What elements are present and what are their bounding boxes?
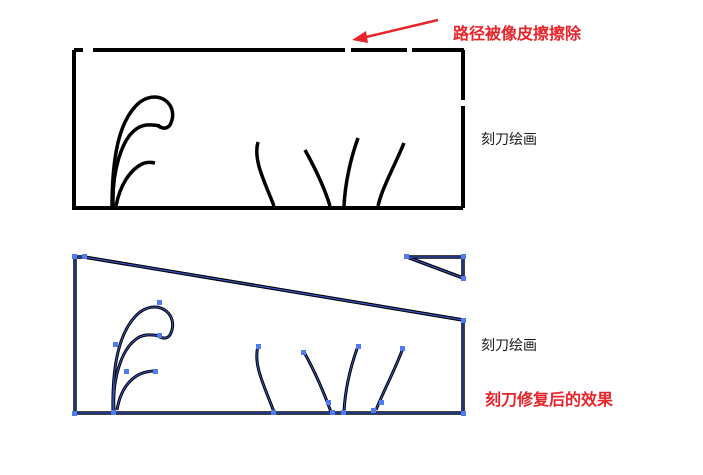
bottom-panel-label: 刻刀绘画 (481, 338, 537, 354)
bottom-panel (72, 254, 466, 416)
bottom-cut-shape (73, 255, 465, 415)
top-grass-stroke-1 (255, 141, 276, 207)
bottom-grass-3 (342, 345, 360, 413)
anchor-point[interactable] (82, 254, 87, 259)
top-grass-stroke-4 (376, 142, 406, 207)
bottom-cut-shape-selection (74, 256, 464, 414)
bottom-grass-1 (255, 345, 276, 413)
eraser-callout: 路径被像皮擦擦除 (453, 24, 582, 43)
top-panel (72, 48, 465, 210)
anchor-point[interactable] (326, 400, 331, 405)
anchor-point[interactable] (404, 254, 409, 259)
anchor-point[interactable] (461, 318, 466, 323)
top-grass-stroke-3 (342, 137, 360, 207)
anchor-point[interactable] (341, 410, 346, 415)
anchor-point[interactable] (256, 344, 261, 349)
top-grass-stroke-2 (303, 149, 332, 207)
anchor-point[interactable] (379, 400, 384, 405)
bottom-triangle-selection (406, 256, 464, 279)
top-frame (72, 48, 465, 210)
anchor-point[interactable] (72, 254, 77, 259)
anchor-point[interactable] (124, 369, 129, 374)
anchor-point[interactable] (356, 344, 361, 349)
anchor-point[interactable] (461, 254, 466, 259)
repair-callout: 刻刀修复后的效果 (485, 390, 614, 409)
anchor-point[interactable] (461, 411, 466, 416)
anchor-point[interactable] (157, 333, 162, 338)
red-arrow-icon (352, 18, 439, 43)
anchor-point[interactable] (113, 342, 118, 347)
anchor-point[interactable] (461, 276, 466, 281)
top-curl-branch-stroke (114, 160, 156, 207)
top-panel-label: 刻刀绘画 (481, 132, 537, 148)
anchor-point[interactable] (400, 346, 405, 351)
anchor-point[interactable] (72, 411, 77, 416)
anchor-point[interactable] (330, 410, 335, 415)
anchor-point[interactable] (157, 300, 162, 305)
anchor-point[interactable] (371, 408, 376, 413)
anchor-point[interactable] (301, 350, 306, 355)
top-curl-inner-stroke (111, 123, 161, 207)
anchor-point[interactable] (271, 410, 276, 415)
anchor-points[interactable] (72, 254, 466, 416)
anchor-point[interactable] (153, 369, 158, 374)
top-curl-stroke (110, 95, 175, 209)
anchor-point[interactable] (111, 410, 116, 415)
